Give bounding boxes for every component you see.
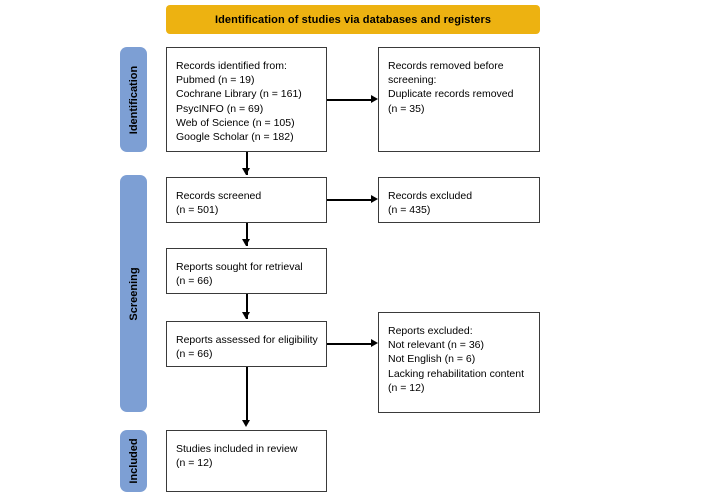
stage-tab-identification-label: Identification (127, 65, 140, 134)
arrowhead-sought-to-assessed (242, 312, 250, 319)
identification-banner: Identification of studies via databases … (166, 5, 540, 34)
arrowhead-assessed-to-included (242, 420, 250, 427)
arrowhead-identified-to-removed (371, 95, 378, 103)
box-reports-assessed: Reports assessed for eligibility (n = 66… (166, 321, 327, 367)
box-records-removed: Records removed before screening: Duplic… (378, 47, 540, 152)
stage-tab-identification: Identification (120, 47, 147, 152)
box-records-screened-text: Records screened (n = 501) (176, 190, 262, 217)
stage-tab-included-label: Included (127, 438, 140, 484)
box-studies-included-text: Studies included in review (n = 12) (176, 443, 298, 470)
stage-tab-screening: Screening (120, 175, 147, 412)
box-records-removed-text: Records removed before screening: Duplic… (388, 60, 514, 115)
connector-screened-to-excluded (327, 199, 371, 201)
box-records-excluded: Records excluded (n = 435) (378, 177, 540, 223)
connector-assessed-to-included (246, 367, 248, 423)
connector-identified-to-removed (327, 99, 371, 101)
box-records-excluded-text: Records excluded (n = 435) (388, 190, 473, 217)
box-records-identified: Records identified from: Pubmed (n = 19)… (166, 47, 327, 152)
box-studies-included: Studies included in review (n = 12) (166, 430, 327, 492)
connector-assessed-to-excluded (327, 343, 371, 345)
connector-screened-to-sought (246, 223, 248, 246)
box-reports-excluded: Reports excluded: Not relevant (n = 36) … (378, 312, 540, 413)
connector-identified-to-screened (246, 152, 248, 175)
box-reports-excluded-text: Reports excluded: Not relevant (n = 36) … (388, 325, 525, 394)
box-reports-sought-text: Reports sought for retrieval (n = 66) (176, 261, 303, 288)
arrowhead-assessed-to-excluded (371, 339, 378, 347)
stage-tab-screening-label: Screening (127, 266, 140, 321)
box-records-identified-text: Records identified from: Pubmed (n = 19)… (176, 60, 302, 144)
stage-tab-included: Included (120, 430, 147, 492)
box-reports-assessed-text: Reports assessed for eligibility (n = 66… (176, 334, 318, 361)
arrowhead-identified-to-screened (242, 168, 250, 175)
arrowhead-screened-to-excluded (371, 195, 378, 203)
box-records-screened: Records screened (n = 501) (166, 177, 327, 223)
arrowhead-screened-to-sought (242, 239, 250, 246)
identification-banner-label: Identification of studies via databases … (214, 13, 492, 26)
box-reports-sought: Reports sought for retrieval (n = 66) (166, 248, 327, 294)
connector-sought-to-assessed (246, 294, 248, 319)
